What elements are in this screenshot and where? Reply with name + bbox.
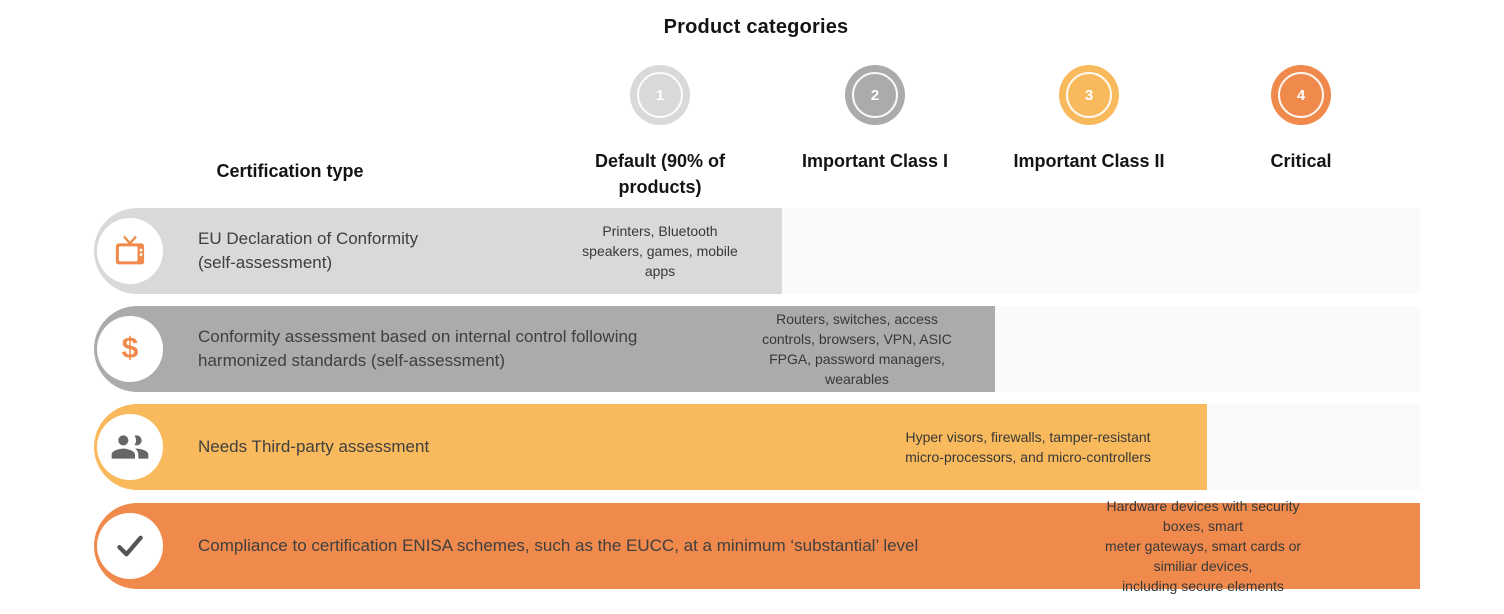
- row-products: Routers, switches, access controls, brow…: [762, 311, 952, 387]
- cert-row-eu-declaration: EU Declaration of Conformity (self-asses…: [94, 208, 1420, 294]
- icon-circle: [97, 218, 163, 284]
- page-title: Product categories: [663, 16, 849, 38]
- category-number: 1: [655, 86, 665, 104]
- row-pill: Needs Third-party assessment: [94, 404, 1207, 490]
- category-circle-3: 3: [1059, 65, 1119, 125]
- row-label: Needs Third-party assessment: [198, 437, 430, 456]
- category-label-important-class-2: Important Class II: [1013, 151, 1165, 171]
- row-pill: EU Declaration of Conformity (self-asses…: [94, 208, 782, 294]
- icon-circle: [97, 414, 163, 480]
- check-icon: [117, 535, 143, 557]
- icon-circle: $: [97, 316, 163, 382]
- category-number: 2: [870, 86, 880, 104]
- row-products: Hyper visors, firewalls, tamper-resistan…: [905, 429, 1151, 465]
- category-label-important-class-1: Important Class I: [801, 151, 949, 171]
- category-circle-4: 4: [1271, 65, 1331, 125]
- row-pill: $ Conformity assessment based on interna…: [94, 306, 995, 392]
- row-label: Conformity assessment based on internal …: [198, 327, 638, 370]
- category-number: 4: [1296, 86, 1306, 104]
- row-track: [782, 208, 1420, 294]
- cert-row-third-party: Needs Third-party assessment Hyper visor…: [94, 404, 1420, 490]
- people-icon: [111, 435, 149, 459]
- cert-row-enisa: Compliance to certification ENISA scheme…: [94, 498, 1420, 594]
- category-label-default: Default (90% of products): [594, 151, 726, 197]
- category-number: 3: [1084, 86, 1094, 104]
- cert-row-internal-control: $ Conformity assessment based on interna…: [94, 306, 1420, 392]
- row-label: EU Declaration of Conformity (self-asses…: [198, 229, 419, 272]
- certification-type-header: Certification type: [216, 161, 364, 181]
- category-circle-1: 1: [630, 65, 690, 125]
- row-label: Compliance to certification ENISA scheme…: [198, 536, 919, 555]
- dollar-icon: $: [121, 332, 139, 365]
- row-track: [1207, 404, 1420, 490]
- row-products: Hardware devices with security boxes, sm…: [1104, 498, 1302, 594]
- tv-icon: [115, 235, 145, 264]
- category-label-critical: Critical: [1270, 151, 1332, 171]
- icon-circle: [97, 513, 163, 579]
- category-circle-2: 2: [845, 65, 905, 125]
- row-track: [995, 306, 1420, 392]
- row-products: Printers, Bluetooth speakers, games, mob…: [582, 223, 738, 279]
- row-pill: Compliance to certification ENISA scheme…: [94, 503, 1420, 589]
